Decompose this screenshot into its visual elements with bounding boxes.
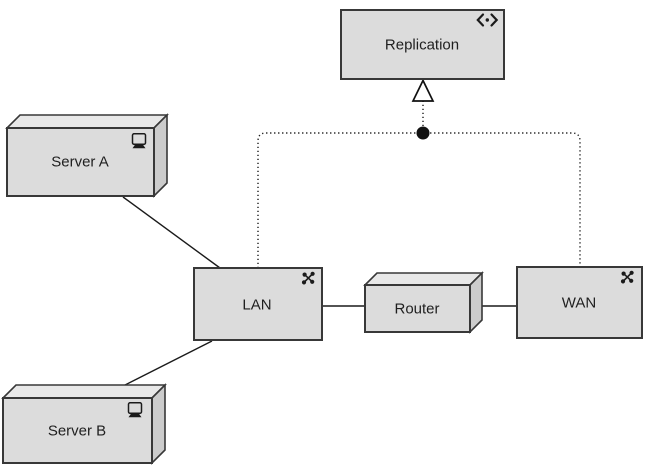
node-router: Router — [363, 271, 484, 334]
network-icon — [620, 270, 634, 284]
replication-label: Replication — [385, 37, 459, 54]
connectors — [122, 78, 581, 386]
lan-label: LAN — [242, 297, 271, 314]
edge-servera-lan — [122, 196, 221, 269]
wan-label: WAN — [562, 295, 596, 312]
router-label: Router — [394, 301, 439, 318]
replication-box — [340, 9, 505, 80]
server-b-top-face — [1, 384, 167, 399]
server-a-side-face — [153, 113, 168, 198]
hollow-triangle-arrowhead — [411, 78, 435, 102]
computer-icon — [127, 402, 143, 418]
node-server-a: Server A — [5, 113, 169, 198]
edge-serverb-lan — [124, 340, 213, 386]
component-icon — [476, 13, 499, 27]
node-lan: LAN — [193, 267, 323, 341]
wan-box — [516, 266, 643, 339]
junction-filled-circle — [416, 126, 430, 140]
server-b-front-face — [2, 397, 153, 464]
computer-icon — [131, 133, 147, 149]
lan-box — [193, 267, 323, 341]
server-b-side-face — [151, 383, 166, 465]
node-wan: WAN — [516, 266, 643, 339]
router-top-face — [363, 272, 484, 286]
router-front-face — [364, 284, 471, 333]
network-icon — [301, 271, 315, 285]
server-a-front-face — [6, 127, 155, 197]
server-b-label: Server B — [48, 423, 106, 440]
server-a-top-face — [5, 114, 169, 129]
node-server-b: Server B — [1, 383, 167, 465]
edge-lan-wan-replication-dotted — [257, 132, 581, 268]
server-a-label: Server A — [51, 154, 109, 171]
node-replication: Replication — [340, 9, 505, 80]
